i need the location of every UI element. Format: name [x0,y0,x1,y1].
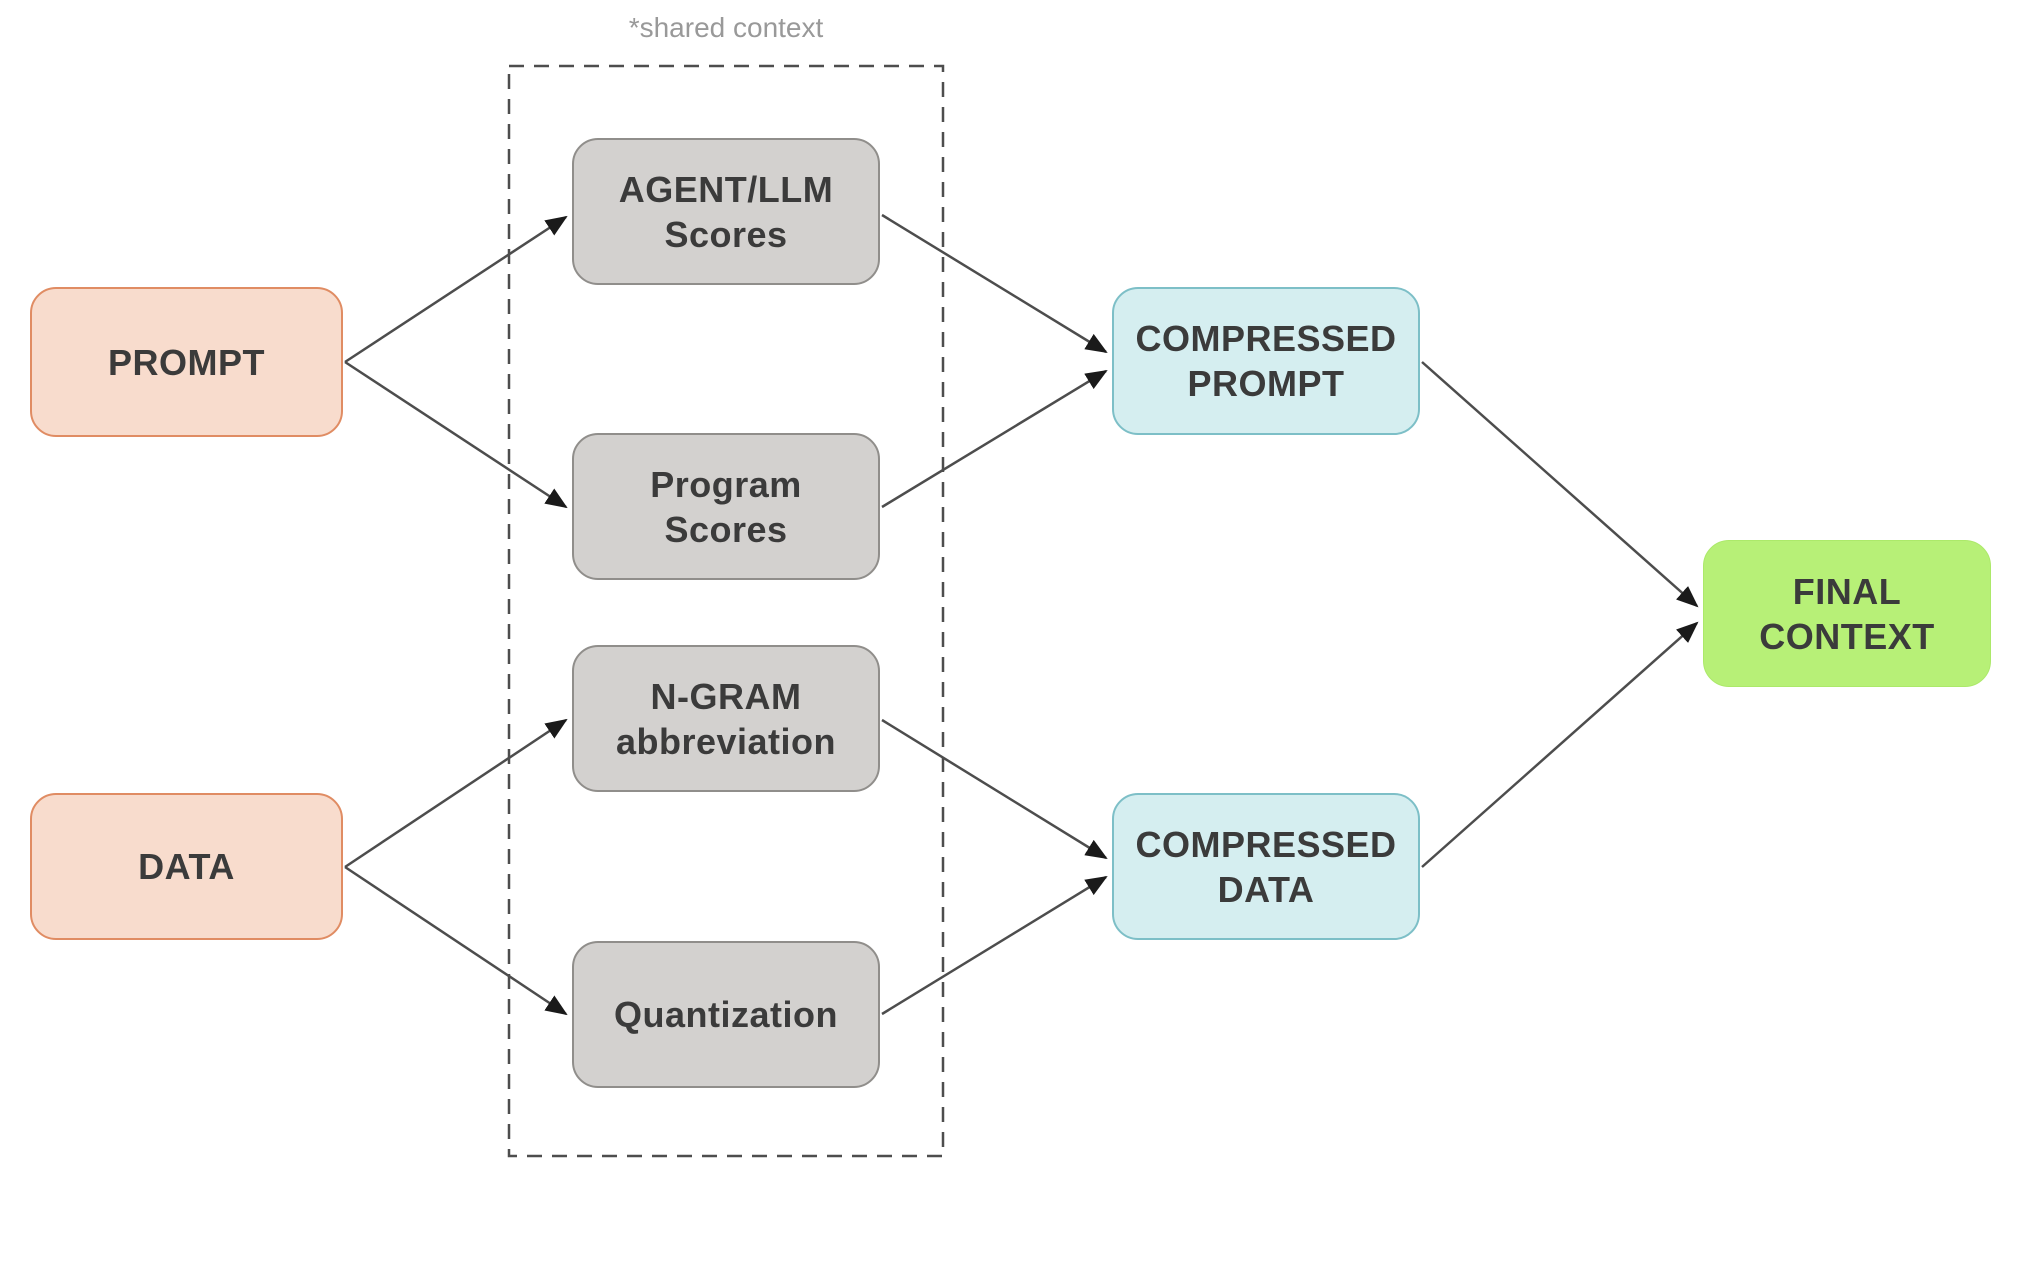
shared-context-boundary [507,64,945,1158]
node-compressed-data: COMPRESSED DATA [1112,793,1420,940]
node-data: DATA [30,793,343,940]
edge-prompt-to-program-scores [344,360,568,509]
edge-ngram-abbreviation-to-compressed-data [881,718,1108,860]
node-program-scores: Program Scores [572,433,880,580]
edge-prompt-to-agent-llm-scores [344,215,568,364]
edge-compressed-prompt-to-final-context [1421,361,1699,608]
node-quantization: Quantization [572,941,880,1088]
node-ngram-abbreviation: N-GRAM abbreviation [572,645,880,792]
node-prompt: PROMPT [30,287,343,437]
edge-agent-llm-scores-to-compressed-prompt [881,213,1108,354]
edge-data-to-quantization [344,865,568,1016]
node-final-context: FINAL CONTEXT [1703,540,1991,687]
node-agent-llm-scores: AGENT/LLM Scores [572,138,880,285]
edge-program-scores-to-compressed-prompt [881,369,1108,509]
edge-quantization-to-compressed-data [881,875,1108,1016]
shared-context-label: *shared context [628,12,824,43]
edge-data-to-ngram-abbreviation [344,718,568,869]
edge-compressed-data-to-final-context [1421,621,1699,868]
node-compressed-prompt: COMPRESSED PROMPT [1112,287,1420,435]
